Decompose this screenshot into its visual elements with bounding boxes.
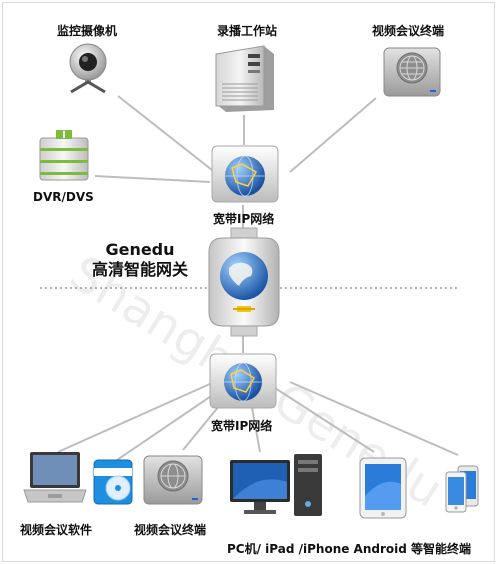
gateway-icon bbox=[203, 226, 285, 338]
software-disc-icon bbox=[92, 458, 134, 506]
network-globe-icon-bottom bbox=[206, 350, 280, 412]
network-bottom-label: 宽带IP网络 bbox=[211, 419, 273, 433]
tablet-icon bbox=[358, 456, 408, 520]
video-terminal-icon-bottom bbox=[142, 454, 204, 508]
smart-terminals-label: PC机/ iPad /iPhone Android 等智能终端 bbox=[227, 542, 472, 556]
pc-icon bbox=[228, 452, 328, 522]
video-conference-terminal-bottom-label: 视频会议终端 bbox=[134, 523, 207, 537]
video-conference-terminal-top-label: 视频会议终端 bbox=[372, 24, 445, 38]
webcam-icon bbox=[63, 42, 113, 94]
dvr-dvs-label: DVR/DVS bbox=[33, 190, 94, 204]
recording-workstation-label: 录播工作站 bbox=[217, 24, 278, 38]
workstation-icon bbox=[212, 44, 278, 114]
dvr-icon bbox=[36, 128, 92, 184]
video-terminal-icon bbox=[382, 44, 442, 98]
phone-icon bbox=[444, 464, 480, 514]
video-conference-software-label: 视频会议软件 bbox=[20, 523, 93, 537]
gateway-label: Genedu 高清智能网关 bbox=[80, 240, 200, 280]
gateway-subtitle: 高清智能网关 bbox=[91, 260, 188, 279]
network-top-label: 宽带IP网络 bbox=[213, 212, 275, 226]
gateway-name: Genedu bbox=[105, 240, 175, 259]
camera-label: 监控摄像机 bbox=[57, 24, 118, 38]
laptop-icon bbox=[22, 450, 88, 506]
network-globe-icon-top bbox=[208, 142, 282, 206]
